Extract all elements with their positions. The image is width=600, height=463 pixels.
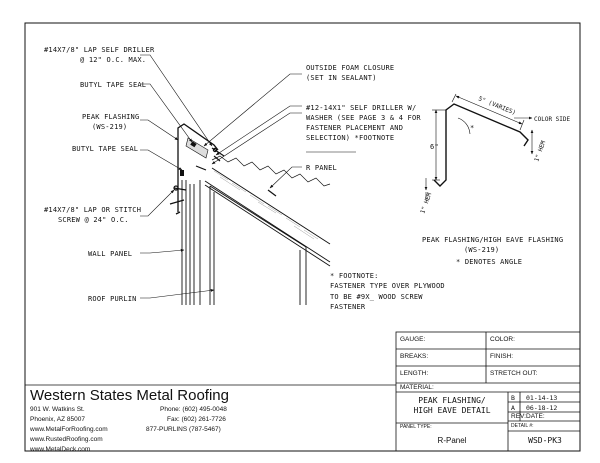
roof-purlin-label: ROOF PURLIN bbox=[88, 295, 137, 303]
company-address: 901 W. Watkins St. bbox=[30, 406, 85, 413]
detail-title-line1: PEAK FLASHING/ bbox=[418, 396, 486, 405]
rev-b: B bbox=[511, 394, 515, 402]
sheet-border bbox=[24, 22, 581, 452]
peak-detail-section bbox=[140, 54, 356, 305]
footnote-title: * FOOTNOTE: bbox=[330, 272, 379, 280]
hem-right-label: 1" HEM bbox=[533, 140, 547, 163]
website-3[interactable]: www.MetalDeck.com bbox=[30, 446, 91, 453]
panel-type-value: R-Panel bbox=[437, 436, 467, 445]
dimension-lines bbox=[424, 93, 534, 200]
title-block-frame bbox=[25, 331, 581, 452]
flashing-profile-section bbox=[424, 93, 534, 200]
detail-title: PEAK FLASHING/ HIGH EAVE DETAIL bbox=[396, 396, 508, 416]
left-callouts: #14X7/8" LAP SELF DRILLER @ 12" O.C. MAX… bbox=[44, 46, 155, 303]
leader-lines-left bbox=[140, 54, 215, 299]
butyl-tape-marks bbox=[180, 141, 197, 176]
date-label: DATE: bbox=[526, 413, 545, 420]
self-driller-line3: FASTENER PLACEMENT AND bbox=[306, 124, 403, 132]
lap-driller-line2: @ 12" O.C. MAX. bbox=[80, 56, 146, 64]
peak-flashing-label-1: PEAK FLASHING bbox=[82, 113, 139, 121]
lap-stitch-line1: #14X7/8" LAP OR STITCH bbox=[44, 206, 141, 214]
footnote-line2: TO BE #9X_ WOOD SCREW bbox=[330, 293, 423, 301]
fastener-marks bbox=[169, 147, 277, 205]
breaks-label: BREAKS: bbox=[400, 353, 429, 360]
profile-caption-2: (WS-219) bbox=[464, 246, 499, 254]
leader-lines-right bbox=[203, 73, 302, 189]
website-1[interactable]: www.MetalForRoofing.com bbox=[30, 426, 108, 433]
hem-left-label: 1" HEM bbox=[419, 192, 433, 215]
flashing-profile-shape bbox=[433, 103, 529, 187]
company-tollfree: 877-PURLINS (787-5467) bbox=[146, 426, 221, 433]
rev-a-date: 06-18-12 bbox=[526, 404, 558, 412]
butyl-tape-label-1: BUTYL TAPE SEAL bbox=[80, 81, 146, 89]
length-label: LENGTH: bbox=[400, 370, 429, 377]
dim-left-label: 6" bbox=[430, 143, 439, 151]
profile-caption-1: PEAK FLASHING/HIGH EAVE FLASHING bbox=[422, 236, 563, 244]
self-driller-line4: SELECTION) *FOOTNOTE bbox=[306, 134, 394, 142]
material-label: MATERIAL: bbox=[400, 384, 434, 391]
wall-panel-shape bbox=[181, 180, 211, 305]
company-fax: Fax: (602) 261-7726 bbox=[167, 416, 226, 423]
footnote-line3: FASTENER bbox=[330, 303, 366, 311]
color-label: COLOR: bbox=[490, 336, 515, 343]
peak-flashing-label-2: (WS-219) bbox=[92, 123, 127, 131]
butyl-tape-label-2: BUTYL TAPE SEAL bbox=[72, 145, 138, 153]
company-city: Phoenix, AZ 85007 bbox=[30, 416, 85, 423]
website-2[interactable]: www.RustedRoofing.com bbox=[30, 436, 103, 443]
foam-closure-line2: (SET IN SEALANT) bbox=[306, 74, 377, 82]
detail-number: WSD-PK3 bbox=[528, 436, 562, 445]
self-driller-line2: WASHER (SEE PAGE 3 & 4 FOR bbox=[306, 114, 421, 122]
lap-driller-line1: #14X7/8" LAP SELF DRILLER bbox=[44, 46, 155, 54]
detail-title-line2: HIGH EAVE DETAIL bbox=[413, 406, 491, 415]
color-side-label: COLOR SIDE bbox=[534, 116, 571, 123]
lap-stitch-line2: SCREW @ 24" O.C. bbox=[58, 216, 129, 224]
stretch-out-label: STRETCH OUT: bbox=[490, 370, 538, 377]
footnote-line1: FASTENER TYPE OVER PLYWOOD bbox=[330, 282, 445, 290]
rev-label: REV: bbox=[511, 413, 526, 420]
r-panel-label: R PANEL bbox=[306, 164, 337, 172]
wall-panel-label: WALL PANEL bbox=[88, 250, 132, 258]
panel-type-label: PANEL TYPE: bbox=[400, 424, 432, 430]
foam-closure-line1: OUTSIDE FOAM CLOSURE bbox=[306, 64, 394, 72]
purlin-shape bbox=[209, 185, 307, 305]
right-callouts: OUTSIDE FOAM CLOSURE (SET IN SEALANT) #1… bbox=[306, 64, 421, 172]
company-name: Western States Metal Roofing bbox=[30, 387, 229, 404]
plywood-texture bbox=[213, 170, 319, 240]
rev-b-date: 01-14-13 bbox=[526, 394, 558, 402]
gauge-label: GAUGE: bbox=[400, 336, 426, 343]
profile-caption-3: * DENOTES ANGLE bbox=[456, 258, 522, 266]
angle-mark: * bbox=[470, 124, 474, 132]
foam-closure-shape bbox=[185, 137, 209, 159]
company-phone: Phone: (602) 495-0048 bbox=[160, 406, 227, 413]
finish-label: FINISH: bbox=[490, 353, 514, 360]
rev-a: A bbox=[511, 404, 515, 412]
self-driller-line1: #12-14X1" SELF DRILLER W/ bbox=[306, 104, 416, 112]
footnote-block: * FOOTNOTE: FASTENER TYPE OVER PLYWOOD T… bbox=[330, 272, 445, 311]
peak-flashing-shape bbox=[175, 123, 219, 215]
roof-panel-shape bbox=[204, 155, 331, 267]
detail-number-label: DETAIL #: bbox=[511, 423, 534, 429]
